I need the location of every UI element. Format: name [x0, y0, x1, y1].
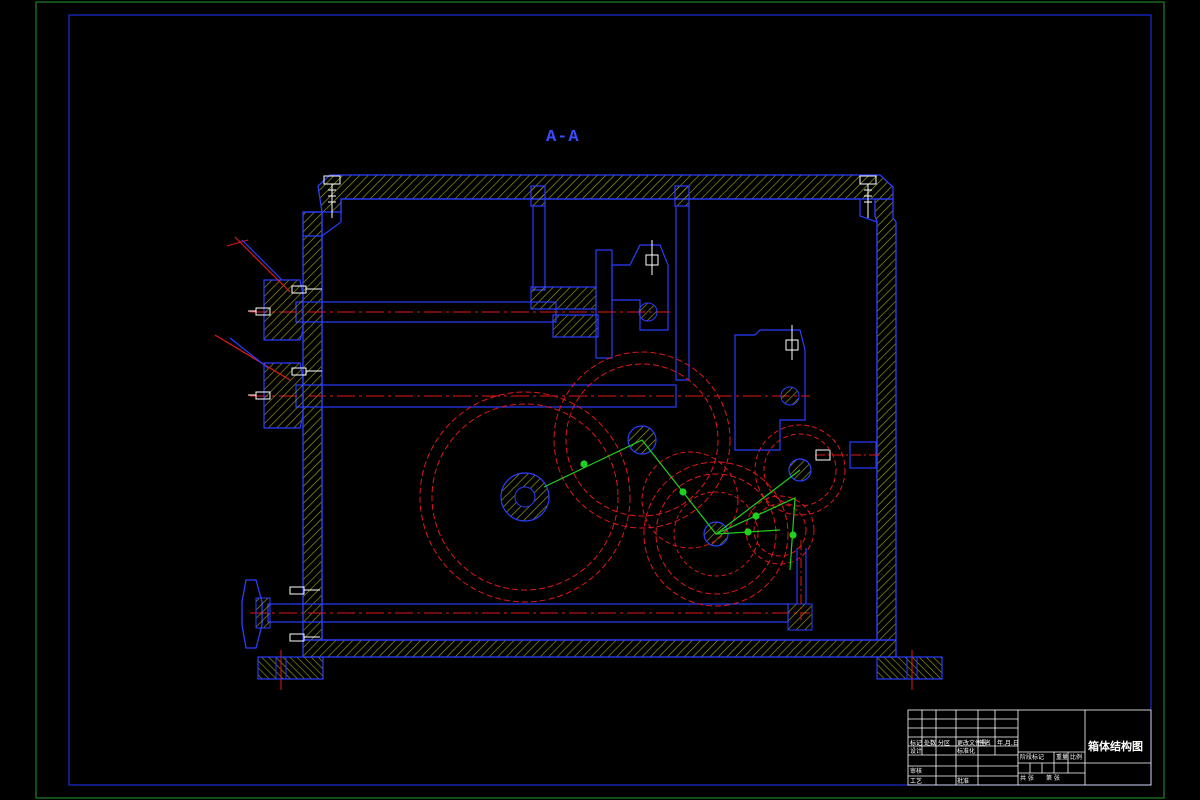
shaft-end-bolts — [248, 285, 322, 642]
lever-upper — [226, 236, 304, 341]
label-zone: 分区 — [938, 740, 951, 747]
hand-wheel — [241, 579, 271, 649]
top-right-bolt — [859, 175, 877, 218]
label-sheet-no: 第 张 — [1046, 775, 1060, 782]
label-process: 工艺 — [910, 778, 923, 785]
label-design: 设计 — [910, 748, 923, 755]
label-review: 审核 — [910, 768, 923, 775]
label-scale: 比例 — [1070, 754, 1083, 761]
label-signature: 签名 — [979, 740, 992, 747]
label-weight: 重量 — [1056, 754, 1069, 761]
label-approve: 批准 — [957, 778, 970, 785]
gear-mid-small — [641, 451, 739, 549]
lever-middle — [214, 334, 304, 429]
label-date: 年.月.日 — [997, 740, 1019, 747]
bearing-bolts — [645, 240, 799, 360]
middle-shaft — [250, 384, 810, 408]
label-change-doc: 更改文件号 — [957, 740, 988, 747]
title-block — [907, 709, 1152, 786]
label-standardize: 标准化 — [957, 748, 976, 755]
large-gear-left — [419, 391, 631, 603]
section-label: A-A — [546, 128, 580, 147]
top-left-bolt — [323, 175, 341, 218]
label-mark: 标记 — [910, 740, 923, 747]
sheet-inner-border — [68, 14, 1152, 786]
drawing-title: 箱体结构图 — [1088, 740, 1143, 753]
label-count: 处数 — [924, 740, 937, 747]
gear-center — [643, 461, 789, 607]
lower-shaft — [250, 603, 813, 631]
label-sheets-total: 共 张 — [1020, 775, 1034, 782]
gearbox-housing — [257, 174, 943, 690]
sheet-outer-border — [35, 1, 1165, 799]
gear-upper — [553, 351, 731, 529]
right-bearing-cap — [815, 441, 880, 469]
gear-train-linkage — [543, 439, 801, 571]
label-stage-mark: 阶段标记 — [1020, 754, 1045, 761]
lower-rod — [796, 540, 807, 620]
internal-bracket — [530, 185, 806, 451]
